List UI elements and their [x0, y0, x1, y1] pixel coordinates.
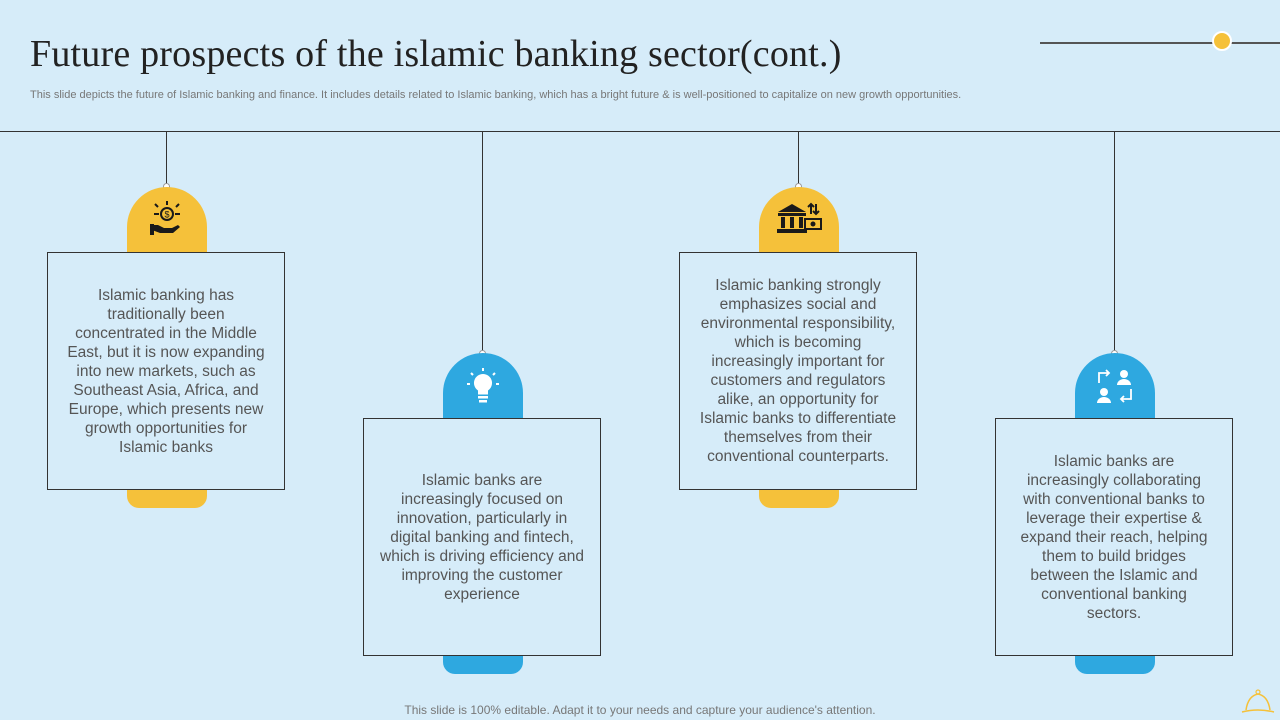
- connector-line: [1114, 132, 1115, 352]
- connector-line: [798, 132, 799, 186]
- footer-note: This slide is 100% editable. Adapt it to…: [404, 703, 876, 717]
- prospect-text: Islamic banking strongly emphasizes soci…: [699, 277, 897, 465]
- page-subtitle: This slide depicts the future of Islamic…: [30, 89, 962, 101]
- bank-cash-icon: [775, 201, 823, 259]
- icon-tab: $: [127, 187, 207, 259]
- prospect-item-1: $ Islamic banking has traditionally been…: [47, 0, 287, 720]
- prospect-text-box: Islamic banking has traditionally been c…: [47, 252, 285, 490]
- timeline-line: [0, 131, 1280, 132]
- prospect-text: Islamic banks are increasingly collabora…: [1020, 452, 1208, 622]
- icon-tab: [443, 353, 523, 425]
- prospect-text: Islamic banking has traditionally been c…: [67, 286, 265, 456]
- prospect-text-box: Islamic banking strongly emphasizes soci…: [679, 252, 917, 490]
- prospect-text-box: Islamic banks are increasingly focused o…: [363, 418, 601, 656]
- people-exchange-icon: [1095, 367, 1135, 425]
- page-title: Future prospects of the islamic banking …: [30, 33, 842, 75]
- prospect-item-2: Islamic banks are increasingly focused o…: [363, 0, 603, 720]
- connector-line: [166, 132, 167, 186]
- lightbulb-icon: [465, 367, 501, 425]
- connector-line: [482, 132, 483, 352]
- prospect-item-4: Islamic banks are increasingly collabora…: [995, 0, 1235, 720]
- hand-money-icon: $: [149, 201, 185, 259]
- prospect-text-box: Islamic banks are increasingly collabora…: [995, 418, 1233, 656]
- decorative-line: [1040, 42, 1280, 44]
- icon-tab: [1075, 353, 1155, 425]
- svg-text:$: $: [164, 210, 169, 220]
- decorative-dot: [1212, 31, 1232, 51]
- icon-tab: [759, 187, 839, 259]
- prospect-text: Islamic banks are increasingly focused o…: [380, 471, 584, 603]
- corner-decoration-icon: [1238, 684, 1278, 719]
- prospect-item-3: Islamic banking strongly emphasizes soci…: [679, 0, 919, 720]
